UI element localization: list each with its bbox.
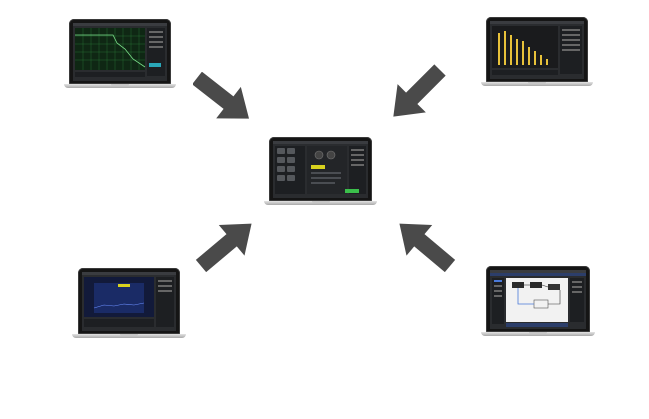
arrow-bottom-left (195, 223, 252, 272)
bottom-left-laptop (72, 268, 186, 339)
laptop-screen (82, 272, 176, 331)
green-grid-screen (73, 23, 167, 77)
top-right-laptop (481, 17, 593, 87)
center-laptop (264, 137, 377, 205)
arrow-bottom-right (399, 223, 456, 272)
laptop-lid (269, 137, 372, 201)
laptop-base (72, 334, 186, 338)
arrow-top-right (393, 64, 446, 117)
bottom-right-laptop (481, 266, 595, 337)
laptop-base (64, 84, 176, 88)
blue-plot-screen (82, 272, 176, 327)
dashboard-screen (273, 141, 368, 194)
laptop-screen (73, 23, 167, 81)
laptop-base (481, 332, 595, 336)
laptop-lid (486, 266, 590, 332)
yellow-bars-screen (490, 21, 584, 75)
block-diagram-screen (490, 270, 586, 327)
laptop-screen (490, 270, 586, 329)
laptop-lid (486, 17, 588, 82)
top-left-laptop (64, 19, 176, 89)
laptop-screen (273, 141, 368, 198)
laptop-lid (78, 268, 180, 334)
arrow-top-left (193, 72, 250, 119)
laptop-lid (69, 19, 171, 84)
laptop-base (481, 82, 593, 86)
laptop-screen (490, 21, 584, 79)
laptop-base (264, 201, 377, 205)
